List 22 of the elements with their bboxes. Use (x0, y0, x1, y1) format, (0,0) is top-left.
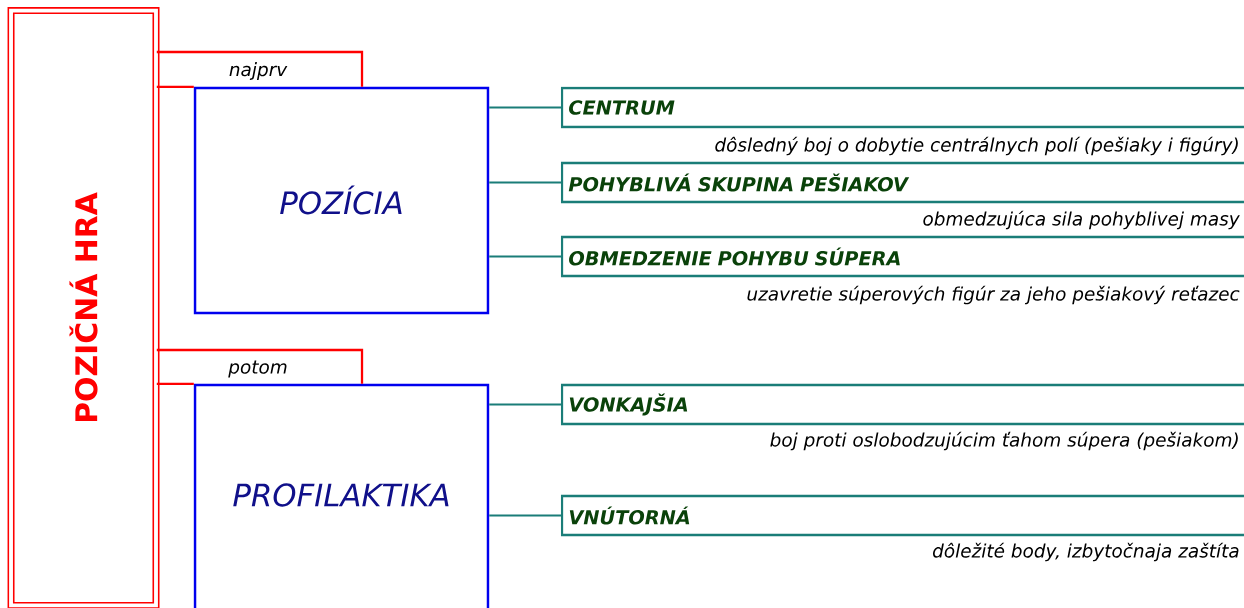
topic-box: PROFILAKTIKA (193, 383, 490, 608)
description-text: dôsledný boj o dobytie centrálnych polí (pešiaky i figúry) (715, 136, 1238, 156)
heading-bar: OBMEDZENIE POHYBU SÚPERA (560, 235, 1244, 278)
connector-line (155, 348, 364, 385)
heading-bar: POHYBLIVÁ SKUPINA PEŠIAKOV (560, 161, 1244, 204)
heading-bar: CENTRUM (560, 86, 1244, 129)
edge-label: potom (226, 358, 290, 380)
heading-bar: VONKAJŠIA (560, 383, 1244, 426)
connector-line (155, 50, 364, 88)
connector-line (488, 181, 563, 184)
title-box: POZIČNÁ HRA (7, 7, 160, 608)
connector-line (488, 255, 563, 258)
connector-line (488, 106, 563, 109)
connector-line (488, 514, 563, 517)
description-text: dôležité body, izbytočnaja zaštíta (932, 542, 1239, 562)
topic-box: POZÍCIA (193, 86, 490, 315)
description-text: obmedzujúca sila pohyblivej masy (923, 210, 1240, 230)
connector-line (488, 403, 563, 406)
edge-label: najprv (227, 60, 289, 82)
heading-bar: VNÚTORNÁ (560, 494, 1244, 537)
description-text: uzavretie súperových figúr za jeho pešiakový reťazec (747, 285, 1240, 305)
description-text: boj proti oslobodzujúcim ťahom súpera (pešiakom) (770, 431, 1238, 451)
